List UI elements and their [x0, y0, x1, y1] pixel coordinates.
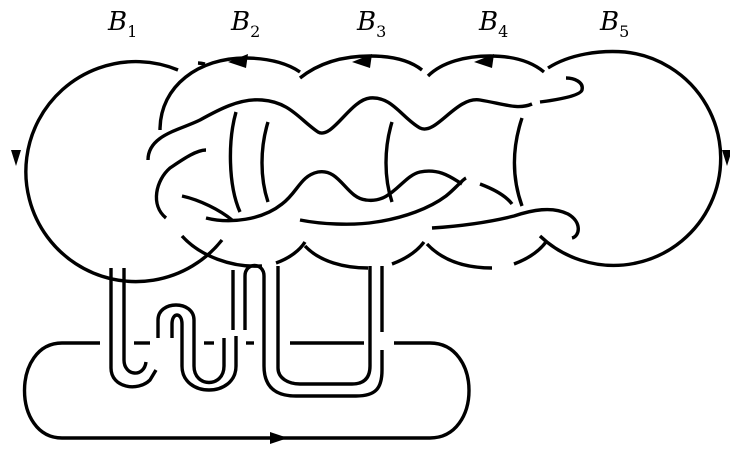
- band-strand-2: [154, 148, 207, 220]
- b4-strand-bottom-left: [425, 242, 493, 270]
- b3-arrow: [352, 54, 372, 68]
- band-strand-6: [431, 207, 580, 240]
- arc-1: [228, 111, 242, 213]
- band-strand-5: [299, 176, 467, 226]
- b5-strand-inner-hook: [539, 76, 584, 104]
- b3-strand-bottom-right: [391, 240, 426, 266]
- band-wiggle-2: [170, 313, 238, 392]
- arc-4: [512, 117, 524, 207]
- b3-strand-bottom-left: [303, 244, 369, 270]
- arc-3: [384, 121, 394, 203]
- b1-arrow: [11, 150, 21, 166]
- band-wiggle-1: [156, 303, 226, 384]
- arc-2: [260, 121, 270, 203]
- band-down-1: [109, 268, 158, 389]
- b5-strand-outer: [538, 49, 723, 268]
- band-down-2: [122, 268, 148, 375]
- band-inner-right: [276, 266, 372, 386]
- b4-strand-bottom-right: [513, 240, 548, 266]
- b2-arrow: [228, 54, 248, 68]
- label-b4: B4: [478, 7, 508, 41]
- b2-strand-bottom-right: [275, 241, 307, 265]
- label-b1: B1: [107, 7, 137, 41]
- band-strand-4: [181, 194, 234, 222]
- band-up-right: [243, 263, 384, 398]
- label-b5: B5: [599, 7, 629, 41]
- b2-strand-top: [158, 56, 301, 131]
- label-b2: B2: [230, 7, 260, 41]
- b1-strand-upper-right: [197, 61, 206, 66]
- bottom-loop-arrow: [270, 432, 288, 444]
- band-strand-7: [479, 182, 514, 206]
- b4-arrow: [474, 54, 494, 68]
- band-strand-1: [146, 96, 533, 161]
- label-b3: B3: [356, 7, 386, 41]
- b5-arrow: [722, 150, 730, 166]
- b1-strand-outer: [24, 59, 224, 284]
- band-strand-3: [205, 169, 463, 223]
- bottom-loop-top-left: [22, 341, 471, 440]
